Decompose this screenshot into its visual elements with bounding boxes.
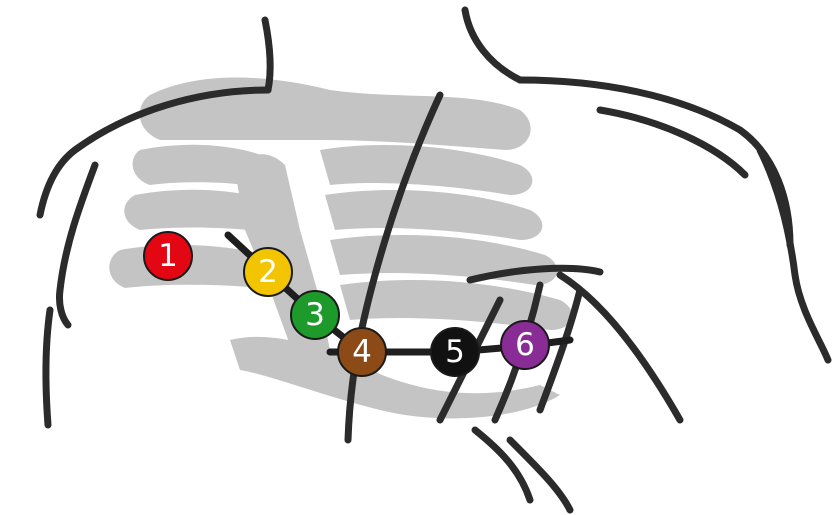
electrode-5: 5 [431,328,479,376]
electrode-2-label: 2 [258,254,278,290]
right-arm-outer-line [760,150,828,360]
electrode-4-label: 4 [352,334,372,370]
lower-flank-line-2 [475,430,530,500]
electrode-3-label: 3 [305,297,325,333]
electrode-6: 6 [501,321,549,369]
left-arm-lower-line [46,310,50,425]
neck-right-line [465,10,520,80]
electrode-6-label: 6 [515,327,535,363]
electrode-4: 4 [338,328,386,376]
electrode-1: 1 [144,232,192,280]
right-shoulder-line [520,80,790,245]
electrode-2: 2 [244,248,292,296]
electrode-5-label: 5 [445,334,465,370]
electrode-1-label: 1 [158,238,178,274]
left-arm-outer-line [59,165,95,325]
electrode-3: 3 [291,291,339,339]
